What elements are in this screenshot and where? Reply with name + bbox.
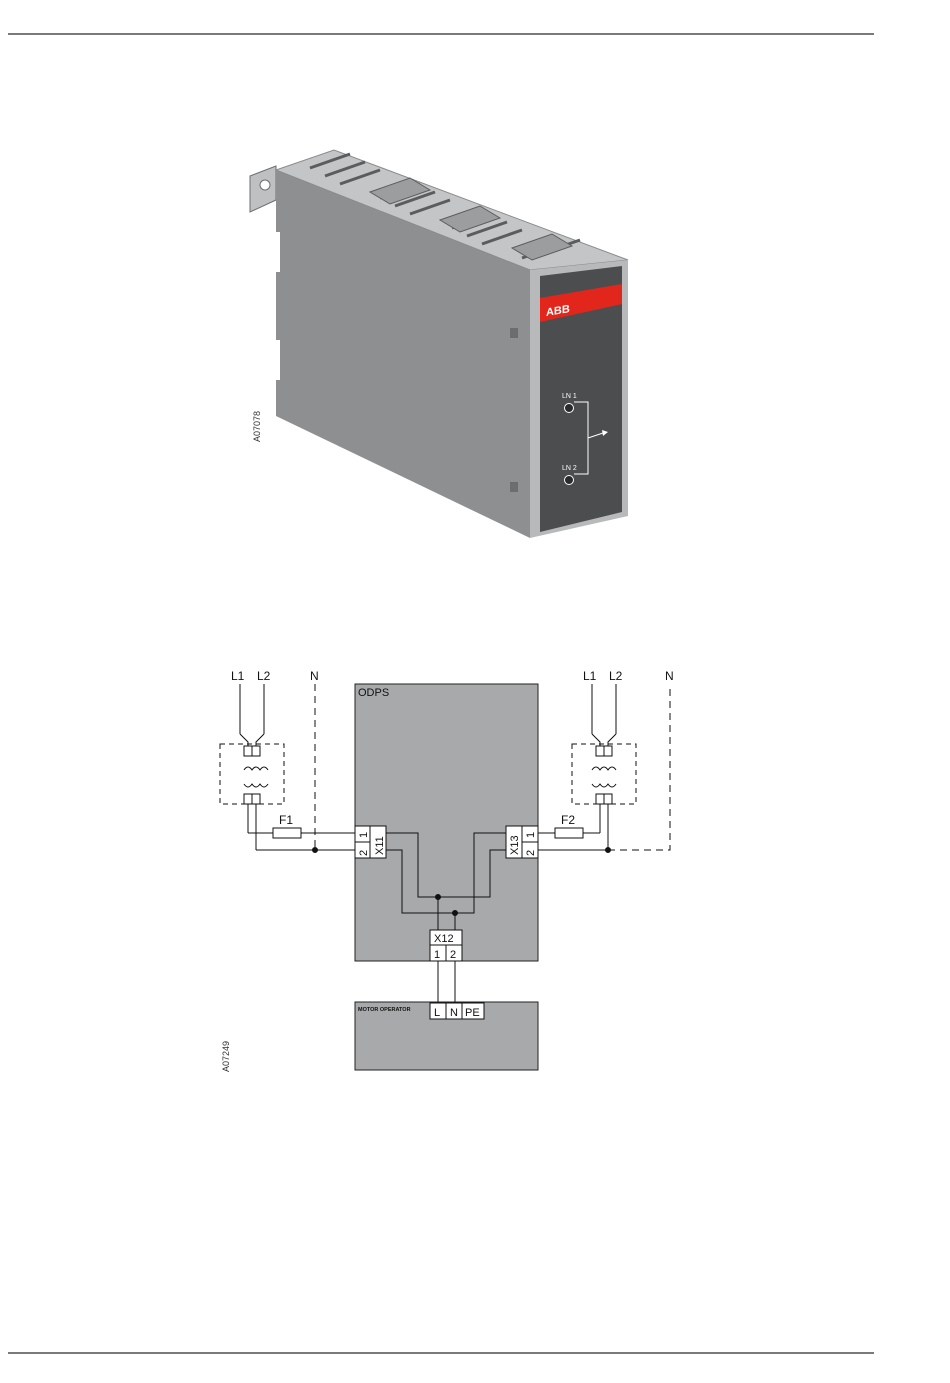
left-l2-label: L2 bbox=[257, 669, 271, 683]
ln1-connector[interactable] bbox=[565, 404, 574, 413]
odps-box bbox=[355, 684, 538, 961]
right-transformer-coil-top bbox=[592, 767, 616, 770]
x11-pin1-label: 1 bbox=[358, 832, 370, 838]
odps-title: ODPS bbox=[358, 687, 389, 699]
right-transformer-coil-bottom bbox=[592, 784, 616, 787]
fuse-f1 bbox=[273, 828, 301, 838]
diagram-figure-code: A07249 bbox=[221, 1041, 231, 1072]
footer-rule bbox=[8, 1352, 874, 1354]
motor-operator-title: MOTOR OPERATOR bbox=[358, 1007, 411, 1013]
motor-terminal-l: L bbox=[434, 1007, 440, 1019]
left-n-label: N bbox=[310, 669, 319, 683]
mounting-hole bbox=[260, 180, 270, 190]
x11-name-label: X11 bbox=[374, 836, 386, 855]
motor-terminal-n: N bbox=[450, 1007, 458, 1019]
right-n-label: N bbox=[665, 669, 674, 683]
left-transformer-coil-bottom bbox=[244, 784, 268, 787]
fuse-f2-label: F2 bbox=[561, 813, 575, 827]
x12-name-label: X12 bbox=[434, 933, 454, 945]
right-neutral-line bbox=[608, 684, 670, 850]
odps-wiring-diagram: L1 L2 N F1 L1 L2 N F2 ODPS 1 2 X11 X13 1… bbox=[200, 660, 720, 1090]
right-l2-label: L2 bbox=[609, 669, 623, 683]
x13-pin1-label: 1 bbox=[525, 832, 537, 838]
x12-pin2-label: 2 bbox=[450, 949, 456, 961]
right-l1-label: L1 bbox=[583, 669, 597, 683]
left-transformer-coil-top bbox=[244, 767, 268, 770]
product-figure-code: A07078 bbox=[252, 411, 262, 442]
fuse-f2 bbox=[555, 828, 583, 838]
ln2-label: LN 2 bbox=[562, 465, 577, 472]
fuse-f1-label: F1 bbox=[279, 813, 293, 827]
motor-terminal-pe: PE bbox=[465, 1007, 480, 1019]
odps-product-illustration: ABB LN 1 LN 2 A07078 bbox=[230, 140, 650, 550]
ln1-label: LN 1 bbox=[562, 393, 577, 400]
ln2-connector[interactable] bbox=[565, 476, 574, 485]
x12-pin1-label: 1 bbox=[434, 949, 440, 961]
x13-name-label: X13 bbox=[509, 835, 521, 855]
x11-pin2-label: 2 bbox=[358, 850, 370, 856]
x13-pin2-label: 2 bbox=[525, 850, 537, 856]
left-l1-label: L1 bbox=[231, 669, 245, 683]
header-rule bbox=[8, 33, 874, 35]
